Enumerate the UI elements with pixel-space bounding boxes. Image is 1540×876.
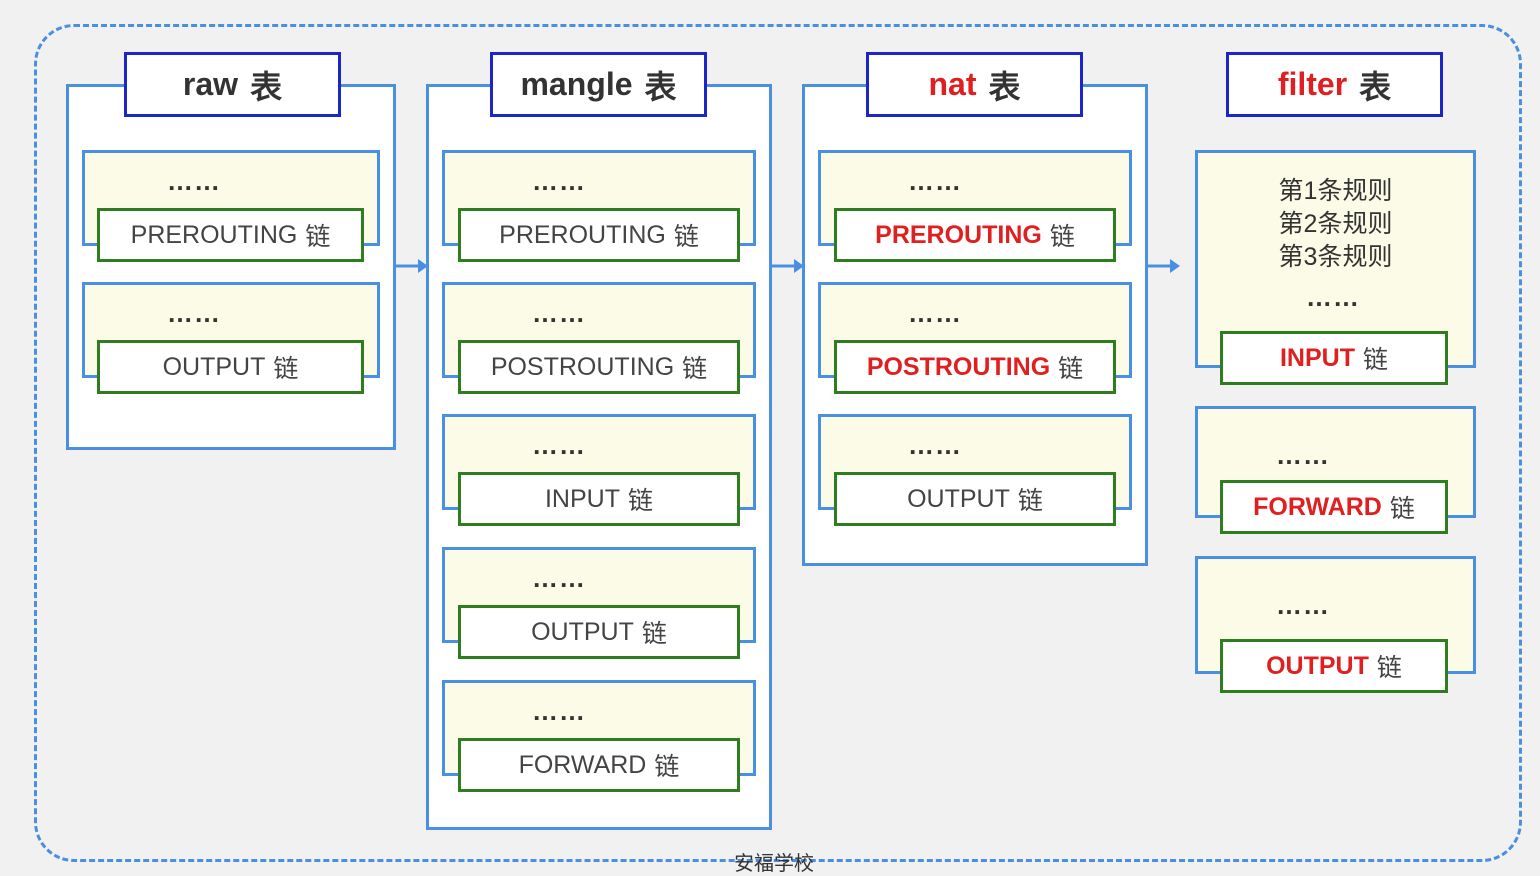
table-suffix: 表 (1359, 68, 1392, 105)
ellipsis: …… (532, 430, 586, 460)
footer-watermark-text: 安福学校 (734, 853, 814, 875)
ellipsis: …… (1276, 440, 1330, 470)
nat-table-title: nat 表 (866, 52, 1083, 117)
chain-suffix: 链 (305, 223, 331, 251)
chain-name: OUTPUT (1266, 651, 1369, 680)
chain-name: FORWARD (1253, 492, 1382, 521)
chain-name: INPUT (1279, 343, 1355, 372)
raw-table-box (66, 84, 396, 450)
chain-name: POSTROUTING (490, 352, 675, 381)
ellipsis: …… (1306, 282, 1360, 312)
rule-item: 第1条规则 (1278, 177, 1393, 205)
chain-name: OUTPUT (162, 352, 266, 381)
ellipsis: …… (167, 166, 221, 196)
chain-suffix: 链 (1058, 355, 1084, 383)
chain-name: OUTPUT (531, 617, 634, 646)
table-name: nat (928, 66, 977, 102)
chain-name: PREROUTING (875, 220, 1042, 249)
chain-name: OUTPUT (907, 484, 1010, 513)
table-suffix: 表 (988, 68, 1021, 105)
chain-suffix: 链 (654, 753, 680, 781)
chain-name: PREROUTING (130, 220, 298, 249)
rule-item: 第3条规则 (1278, 243, 1393, 271)
chain-suffix: 链 (682, 355, 708, 383)
table-suffix: 表 (250, 68, 283, 105)
chain-suffix: 链 (273, 355, 299, 383)
chain-name: FORWARD (518, 750, 647, 779)
ellipsis: …… (532, 563, 586, 593)
table-name: filter (1277, 66, 1348, 102)
chain-suffix: 链 (1389, 495, 1415, 523)
ellipsis: …… (908, 166, 962, 196)
chain-suffix: 链 (673, 223, 699, 251)
chain-suffix: 链 (641, 620, 667, 648)
table-name: mangle (520, 66, 633, 102)
arrow-raw-to-mangle (396, 259, 428, 273)
ellipsis: …… (1276, 590, 1330, 620)
ellipsis: …… (908, 430, 962, 460)
chain-suffix: 链 (1362, 346, 1388, 374)
mangle-table-title: mangle 表 (490, 52, 707, 117)
chain-suffix: 链 (1049, 223, 1075, 251)
arrow-nat-to-filter (1148, 259, 1180, 273)
rule-item: 第2条规则 (1278, 210, 1393, 238)
ellipsis: …… (532, 298, 586, 328)
ellipsis: …… (532, 696, 586, 726)
filter-rules-list: 第1条规则 第2条规则 第3条规则 (1198, 175, 1473, 274)
ellipsis: …… (167, 298, 221, 328)
arrow-mangle-to-nat (772, 259, 804, 273)
chain-name: INPUT (544, 484, 620, 513)
chain-name: POSTROUTING (866, 352, 1051, 381)
outer-dashed-border (34, 24, 1522, 862)
raw-table-title: raw 表 (124, 52, 341, 117)
chain-suffix: 链 (1376, 654, 1402, 682)
chain-suffix: 链 (627, 487, 653, 515)
filter-table-title: filter 表 (1226, 52, 1443, 117)
chain-name: PREROUTING (499, 220, 666, 249)
chain-suffix: 链 (1017, 487, 1043, 515)
ellipsis: …… (532, 166, 586, 196)
table-name: raw (182, 66, 239, 102)
ellipsis: …… (908, 298, 962, 328)
table-suffix: 表 (644, 68, 677, 105)
